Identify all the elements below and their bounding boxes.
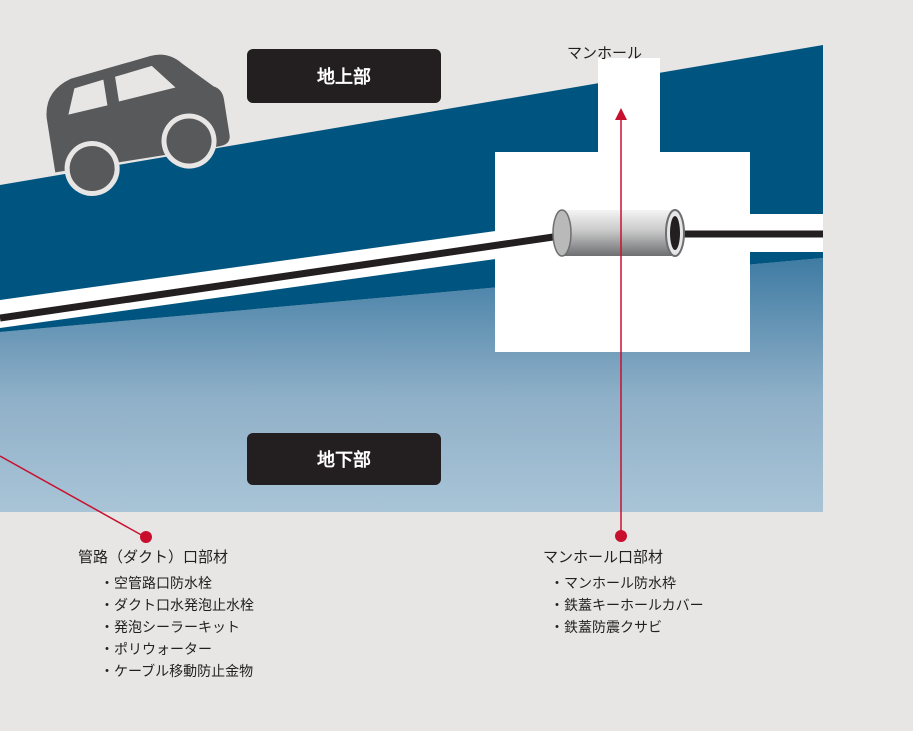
list-item: ケーブル移動防止金物	[100, 661, 254, 683]
list-item: 発泡シーラーキット	[100, 617, 254, 639]
list-item: マンホール防水枠	[550, 573, 704, 595]
duct-callout-list: 空管路口防水栓 ダクト口水発泡止水栓 発泡シーラーキット ポリウォーター ケーブ…	[100, 573, 254, 683]
duct-leader-line	[0, 455, 146, 538]
duct-leader-dot	[140, 531, 152, 543]
car-icon	[46, 54, 230, 197]
cable-line	[0, 232, 561, 322]
list-item: ポリウォーター	[100, 639, 254, 661]
manhole-label: マンホール	[567, 44, 643, 62]
manhole-callout-list: マンホール防水枠 鉄蓋キーホールカバー 鉄蓋防震クサビ	[550, 573, 704, 639]
duct-callout-title: 管路（ダクト）口部材	[78, 548, 229, 566]
pipe-icon	[552, 209, 685, 257]
list-item: ダクト口水発泡止水栓	[100, 595, 254, 617]
above-ground-label: 地上部	[247, 49, 441, 103]
list-item: 空管路口防水栓	[100, 573, 254, 595]
underground-label: 地下部	[247, 433, 441, 485]
manhole-callout-title: マンホール口部材	[543, 548, 664, 566]
manhole-leader-arrow	[615, 108, 627, 120]
manhole-shaft	[598, 58, 660, 158]
list-item: 鉄蓋キーホールカバー	[550, 595, 704, 617]
manhole-leader-dot	[615, 530, 627, 542]
list-item: 鉄蓋防震クサビ	[550, 617, 704, 639]
